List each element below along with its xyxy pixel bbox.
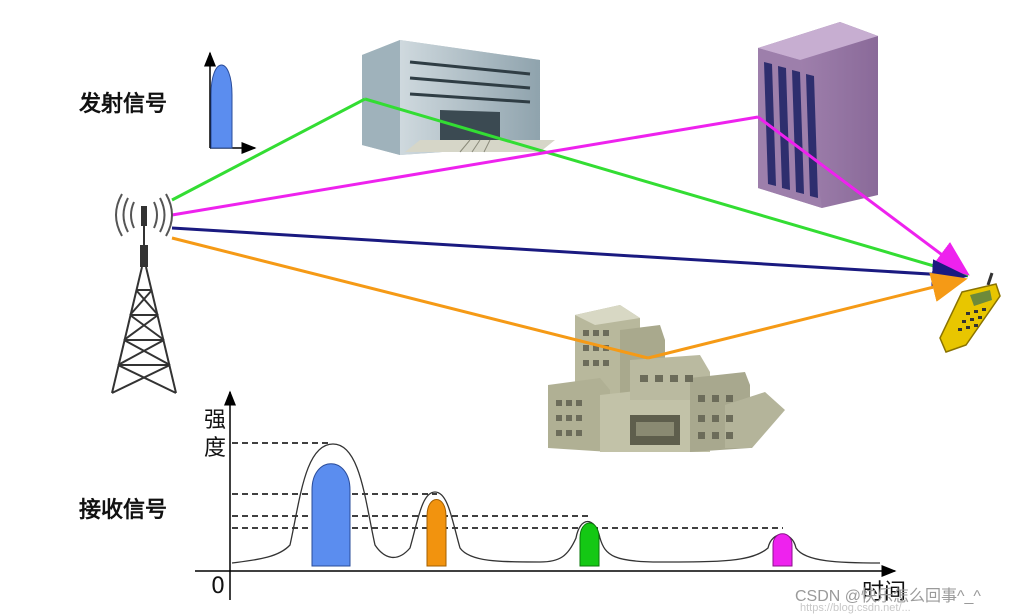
path-orange-to-phone — [647, 272, 968, 360]
transmit-signal-label: 发射信号 — [79, 92, 168, 117]
mobile-phone-icon — [939, 272, 1001, 353]
received-waveform-envelope — [231, 443, 881, 564]
radio-tower-icon — [111, 193, 177, 394]
path-magenta-to-tower — [171, 115, 759, 217]
pulse-green — [579, 522, 600, 567]
y-axis-label-strength-2: 度 — [204, 436, 227, 461]
path-navy-direct — [171, 226, 968, 290]
path-green-to-phone — [364, 97, 969, 278]
transmit-signal-graph — [204, 51, 257, 154]
watermark-text: CSDN @快乐怎么回事^_^ — [795, 588, 981, 605]
propagation-paths — [171, 97, 970, 360]
path-orange-to-city — [171, 236, 649, 360]
pulse-magenta — [772, 533, 793, 567]
receive-signal-graph — [195, 390, 897, 600]
receive-signal-label: 接收信号 — [79, 498, 168, 523]
path-magenta-to-phone — [757, 115, 970, 276]
city-buildings-icon — [548, 305, 785, 452]
tower-building-icon — [758, 22, 878, 208]
x-axis-label-time: 时间 — [862, 580, 907, 605]
y-axis-label-strength-1: 强 — [204, 408, 227, 433]
office-building-icon — [362, 40, 555, 155]
axis-origin-label: 0 — [211, 574, 225, 599]
path-green-to-building — [171, 97, 366, 202]
pulse-blue — [311, 463, 351, 567]
pulse-orange — [426, 499, 447, 567]
